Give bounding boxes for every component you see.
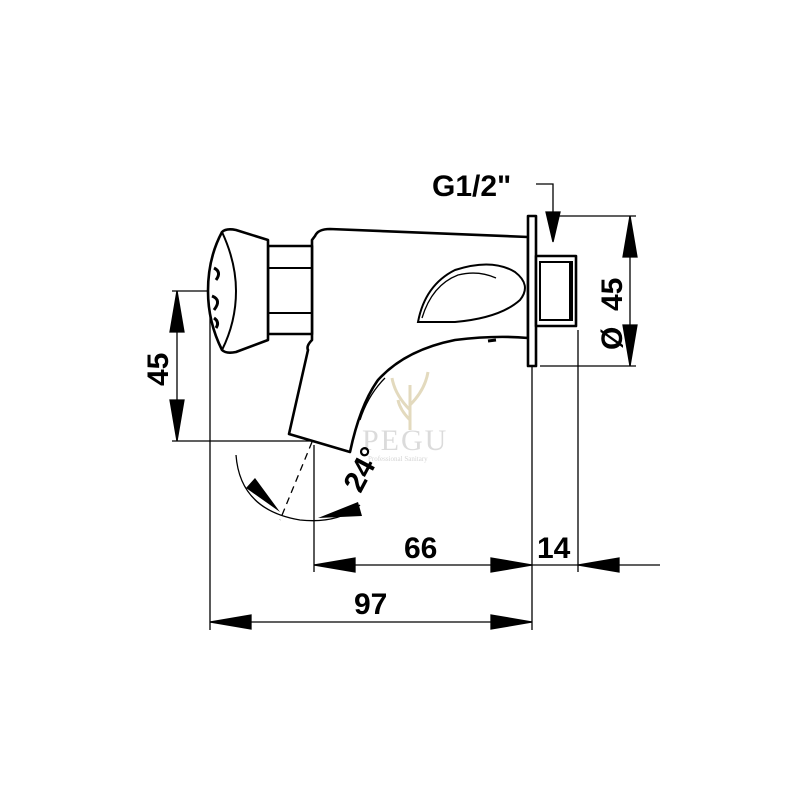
leader-thread (536, 183, 554, 214)
arrow-spout-height-bottom (169, 399, 185, 442)
extension-lines (172, 183, 636, 630)
thread-size-label: G1/2" (432, 170, 511, 203)
angle-reference-line (279, 441, 313, 521)
body-highlight (416, 263, 526, 323)
arrow-depth-left (577, 557, 620, 573)
push-button-front (221, 231, 238, 351)
flange-diameter-value: 45 (596, 278, 629, 311)
push-button (206, 228, 270, 354)
button-knurl-icon (211, 266, 221, 329)
arrow-offset-left (313, 557, 356, 573)
arrow-spout-height-top (169, 290, 185, 333)
thread-inner (539, 261, 573, 321)
arrow-angle-right (318, 502, 362, 518)
faucet-body (287, 227, 530, 454)
spout-height-label: 45 (142, 353, 175, 386)
arrow-total-left (209, 614, 252, 630)
angle-dimension (235, 454, 362, 522)
arrow-offset-right (490, 557, 533, 573)
flange-diameter-label: 45 (596, 278, 629, 311)
diameter-symbol-label: Ø (596, 327, 629, 350)
faucet (206, 214, 578, 454)
watermark-brand: PEGU (362, 424, 448, 457)
total-length-label: 97 (354, 588, 387, 621)
watermark: PEGU Professional Sanitary (362, 371, 448, 463)
diameter-symbol: Ø (596, 327, 629, 350)
body-detail (487, 338, 497, 343)
arrow-total-right (490, 614, 533, 630)
watermark-logo-icon (390, 371, 430, 430)
spout-offset-label: 66 (404, 532, 437, 565)
arrow-flange-top (622, 215, 638, 258)
arrow-thread (545, 211, 561, 243)
spout-height-value: 45 (142, 353, 175, 386)
watermark-tagline: Professional Sanitary (368, 455, 428, 463)
body-highlight-inner (421, 272, 497, 319)
arrow-angle-left (246, 478, 280, 512)
flange-depth-label: 14 (537, 532, 571, 565)
spout-shade (359, 377, 386, 421)
button-neck (266, 244, 314, 336)
dimension-arrows (169, 211, 660, 630)
arrow-flange-bottom (622, 324, 638, 367)
